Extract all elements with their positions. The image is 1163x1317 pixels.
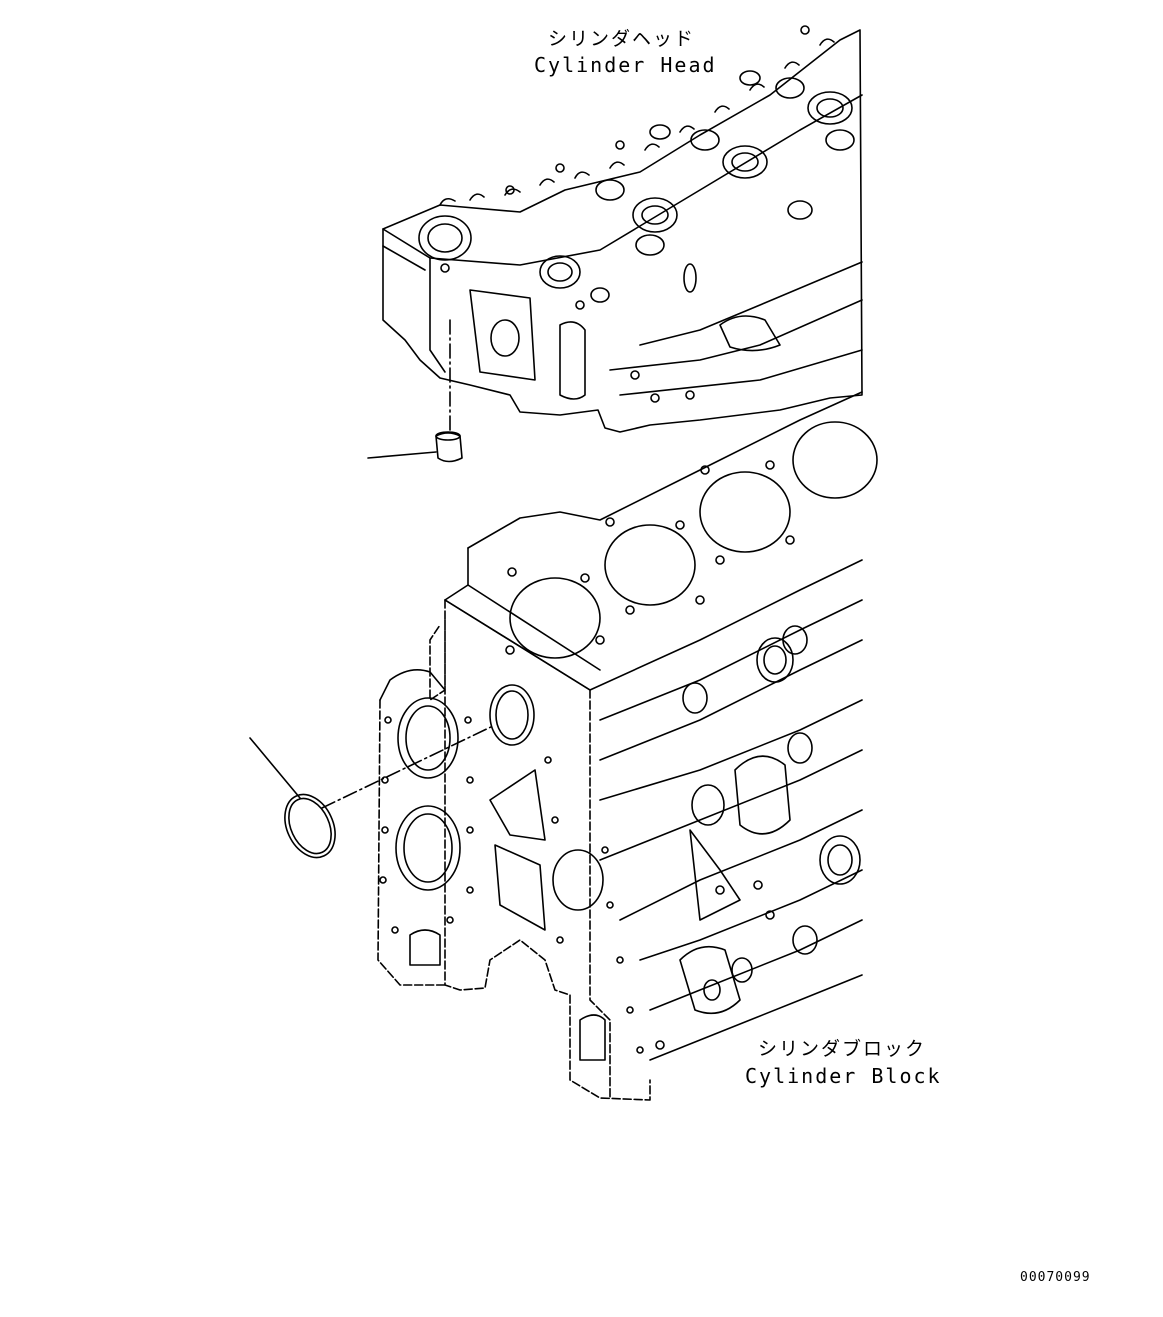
seal-ring-leader-line (249, 737, 301, 799)
dowel-pin-leader-line (367, 451, 437, 459)
cylinder-head-label-jp: シリンダヘッド (548, 28, 696, 50)
cylinder-block-label-jp: シリンダブロック (758, 1038, 927, 1060)
cylinder-head-label-en: Cylinder Head (534, 53, 717, 77)
cylinder-bore (604, 524, 696, 606)
cylinder-block-label-en: Cylinder Block (745, 1064, 942, 1088)
cylinder-bore (509, 577, 601, 659)
seal-ring-centerline (321, 724, 496, 809)
cylinder-block-outline (429, 599, 651, 1101)
dowel-pin-part (367, 319, 463, 463)
cylinder-bore (699, 471, 791, 553)
seal-ring-inner (288, 797, 332, 855)
cylinder-bore (792, 421, 878, 499)
cylinder-head-outline (382, 29, 863, 433)
seal-ring-part (249, 724, 496, 859)
drawing-number: 00070099 (1020, 1270, 1091, 1285)
seal-ring-outer (284, 793, 336, 859)
cylinder-head-drawing (382, 25, 863, 433)
cylinder-block-drawing (377, 391, 878, 1101)
